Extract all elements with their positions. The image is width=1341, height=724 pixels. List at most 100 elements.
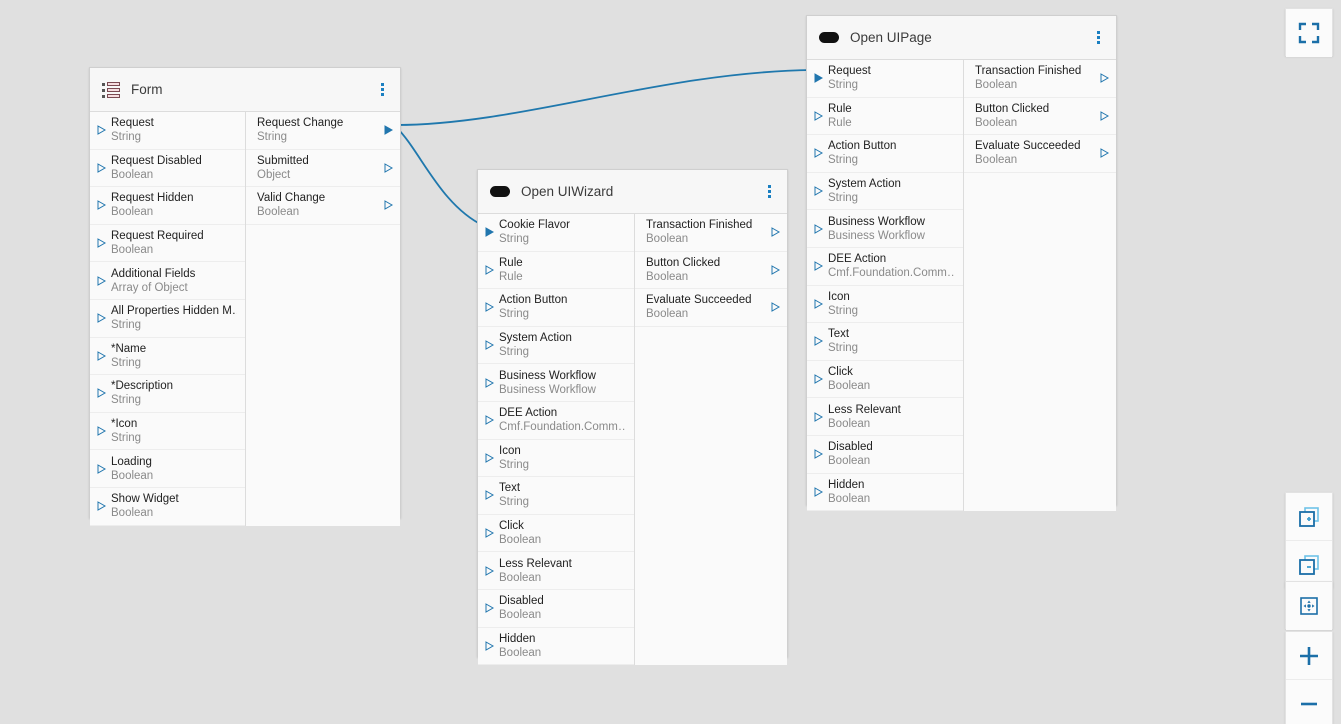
port-icon[interactable] [485,640,494,651]
port-icon[interactable] [771,265,780,275]
port-icon[interactable] [1100,111,1109,121]
expand-collapse-toolbar[interactable] [1285,492,1333,589]
port-icon[interactable] [814,186,823,196]
port-icon[interactable] [97,501,106,512]
port-icon[interactable] [97,350,106,361]
port-icon[interactable] [814,374,823,384]
port-icon[interactable] [814,411,823,422]
port-icon[interactable] [485,452,494,463]
node-open-uiwizard-header[interactable]: Open UIWizard [478,170,787,214]
port-icon[interactable] [97,463,106,474]
port-icon[interactable] [384,200,393,211]
port-icon[interactable] [485,302,494,313]
port-icon[interactable] [1100,73,1109,84]
zoom-out-button[interactable] [1286,680,1332,724]
port-icon[interactable] [771,227,780,238]
node-menu-icon[interactable] [761,182,777,202]
port-icon[interactable] [485,265,494,275]
expand-all-button[interactable] [1286,493,1332,541]
port-icon[interactable] [97,388,106,399]
node-menu-icon[interactable] [374,80,390,100]
port-icon[interactable] [1100,148,1109,159]
port-connected-icon[interactable] [485,227,494,238]
port-icon[interactable] [384,163,393,173]
port-icon[interactable] [97,313,106,324]
fullscreen-button[interactable] [1286,9,1332,57]
port-icon[interactable] [485,528,494,538]
port-icon[interactable] [814,261,823,272]
port-icon[interactable] [814,336,823,347]
zoom-toolbar[interactable] [1285,631,1333,724]
fit-toolbar[interactable] [1285,581,1333,630]
port-icon[interactable] [814,111,823,121]
port-icon[interactable] [97,163,106,173]
node-form-header[interactable]: Form [90,68,400,112]
port-icon[interactable] [771,302,780,313]
node-open-uipage-header[interactable]: Open UIPage [807,16,1116,60]
port-icon[interactable] [814,148,823,159]
port-icon[interactable] [485,565,494,576]
port-icon[interactable] [814,298,823,309]
port-connected-icon[interactable] [814,73,823,84]
port-icon[interactable] [97,426,106,436]
port-connected-icon[interactable] [384,125,393,136]
port-icon[interactable] [814,223,823,234]
fullscreen-toolbar[interactable] [1285,8,1333,57]
port-icon[interactable] [485,490,494,501]
port-icon[interactable] [485,603,494,614]
fit-to-view-button[interactable] [1286,582,1332,630]
port-icon[interactable] [97,275,106,286]
port-icon[interactable] [485,340,494,350]
port-icon[interactable] [97,238,106,248]
port-icon[interactable] [97,125,106,136]
port-icon[interactable] [814,449,823,460]
zoom-in-button[interactable] [1286,632,1332,680]
port-icon[interactable] [485,415,494,426]
